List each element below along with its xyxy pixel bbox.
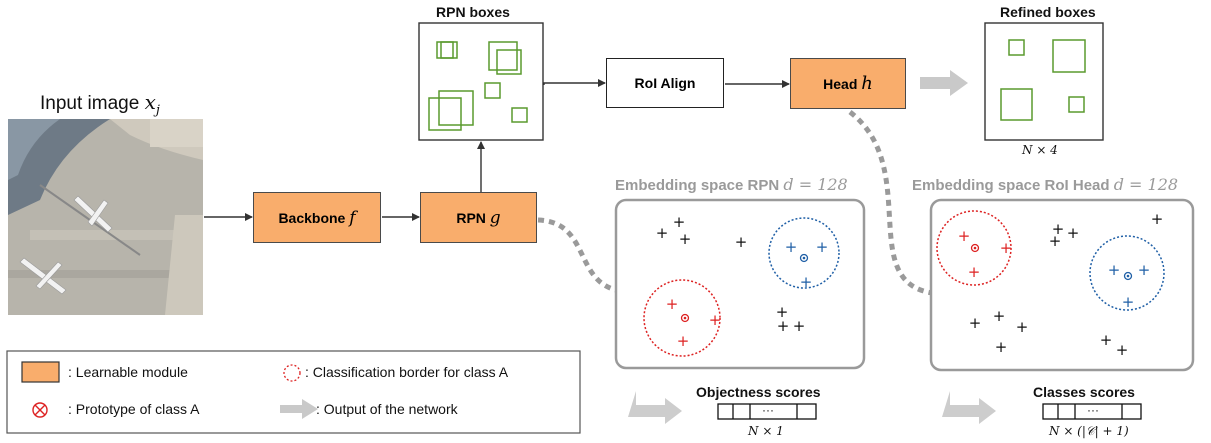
svg-text:+: + (1138, 261, 1151, 279)
rpn-embeddings: +++ ++++ +++ +++ (643, 213, 840, 357)
svg-text:+: + (1100, 331, 1113, 349)
svg-text:+: + (1116, 341, 1129, 359)
svg-text:+: + (1151, 210, 1164, 228)
svg-text:+: + (1067, 224, 1080, 242)
embedding-roi-title: Embedding space RoI Head d = 128 (912, 175, 1179, 194)
classes-title: Classes scores (1033, 384, 1135, 400)
rpn-label: RPN (456, 209, 486, 226)
svg-text:+: + (666, 295, 679, 313)
svg-text:+: + (816, 238, 829, 256)
objectness-dims: N × 1 (748, 424, 784, 438)
legend-output-arrow-icon (280, 399, 318, 419)
svg-text:+: + (776, 303, 789, 321)
svg-text:+: + (1049, 232, 1062, 250)
svg-text:+: + (1122, 293, 1135, 311)
rpn-var: g (489, 207, 501, 228)
svg-text:+: + (785, 238, 798, 256)
legend-prototype: : Prototype of class A (68, 401, 200, 417)
backbone-label: Backbone (278, 209, 346, 226)
svg-text:+: + (958, 227, 971, 245)
input-image (8, 119, 203, 315)
classes-cell: ··· (1087, 403, 1099, 417)
legend-border-icon (283, 364, 301, 382)
svg-text:+: + (793, 317, 806, 335)
objectness-title: Objectness scores (696, 384, 821, 400)
embedding-space-roi-head (929, 198, 1195, 372)
legend-prototype-icon (32, 402, 48, 418)
svg-text:+: + (1108, 261, 1121, 279)
head-module: Head h (790, 58, 906, 109)
legend-box (6, 350, 581, 434)
svg-text:+: + (677, 332, 690, 350)
refined-output-boxes (1000, 39, 1086, 121)
svg-text:+: + (968, 263, 981, 281)
output-arrow (920, 70, 968, 96)
refined-boxes-dims: N × 4 (1022, 143, 1058, 157)
backbone-var: f (349, 207, 356, 228)
svg-text:+: + (993, 307, 1006, 325)
rpn-module: RPN g (420, 192, 537, 243)
rpn-proposal-boxes (428, 41, 528, 131)
refined-boxes-title: Refined boxes (1000, 4, 1096, 20)
svg-text:+: + (800, 273, 813, 291)
legend-output: : Output of the network (316, 401, 458, 417)
objectness-vector (717, 403, 817, 420)
svg-text:+: + (995, 338, 1008, 356)
legend-border: : Classification border for class A (305, 364, 509, 380)
svg-text:+: + (1016, 318, 1029, 336)
svg-text:+: + (673, 213, 686, 231)
svg-text:+: + (709, 311, 722, 329)
svg-text:+: + (1052, 220, 1065, 238)
roi-align-module: RoI Align (606, 58, 724, 108)
legend-orange-swatch (21, 361, 60, 383)
classes-dims: N × (|𝒞| + 1) (1049, 424, 1129, 438)
svg-text:+: + (1000, 239, 1013, 257)
embedding-rpn-title: Embedding space RPN d = 128 (615, 175, 848, 194)
head-var: h (861, 73, 873, 94)
objectness-cell: ··· (762, 403, 774, 417)
roi-embeddings: ++++ ++++ ++ +++ +++ (936, 210, 1165, 359)
svg-text:+: + (969, 314, 982, 332)
svg-text:+: + (735, 233, 748, 251)
backbone-module: Backbone f (253, 192, 381, 243)
head-label: Head (823, 75, 858, 92)
embedding-space-rpn (614, 198, 866, 370)
legend-learnable: : Learnable module (68, 364, 188, 380)
svg-text:+: + (679, 230, 692, 248)
rpn-boxes-title: RPN boxes (436, 4, 510, 20)
input-image-title: Input image xj (40, 90, 160, 118)
svg-text:+: + (777, 317, 790, 335)
roi-align-label: RoI Align (634, 75, 696, 91)
classes-vector (1042, 403, 1142, 420)
svg-text:+: + (656, 224, 669, 242)
